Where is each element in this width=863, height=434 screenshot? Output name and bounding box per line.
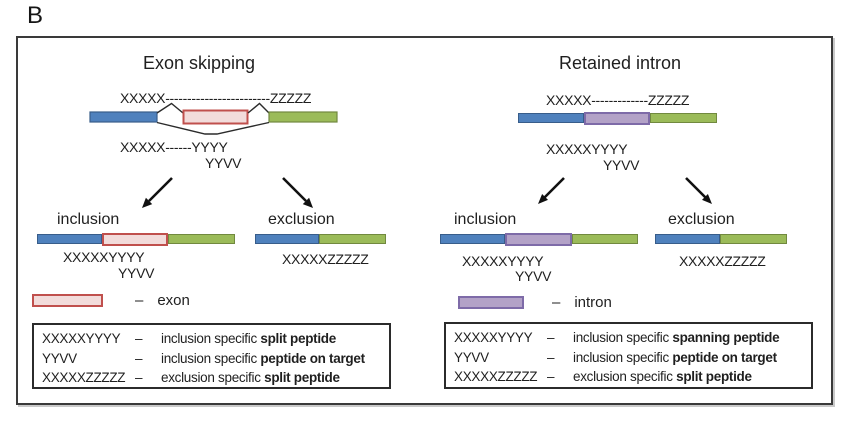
figure-label: B — [27, 2, 44, 29]
intron-swatch — [458, 295, 524, 309]
legend-code: XXXXXYYYY — [42, 331, 121, 346]
splice-caret-right — [247, 102, 270, 114]
exon-swatch-label: exon — [157, 291, 190, 309]
inclusion-alt-exon-pink — [102, 232, 168, 246]
legend-row: XXXXXZZZZZ – exclusion specific split pe… — [454, 367, 807, 387]
legend-row: XXXXXYYYY – inclusion specific spanning … — [454, 328, 807, 348]
exon-skipping-pre-mrna-peptide: XXXXX------------------------ZZZZZ — [120, 90, 312, 106]
panel-exon-skipping: Exon skipping XXXXX---------------------… — [18, 38, 831, 403]
inclusion-label: inclusion — [454, 211, 517, 228]
legend-description: inclusion specific peptide on target — [161, 349, 365, 369]
legend-bold-term: split peptide — [264, 370, 340, 385]
skipping-junction-line — [156, 121, 270, 135]
legend-description: exclusion specific split peptide — [573, 367, 752, 387]
legend-code: YYVV — [454, 349, 489, 365]
intron-swatch-label: intron — [574, 293, 612, 311]
inclusion-exon1-blue — [37, 234, 102, 244]
legend-dash: – — [547, 369, 555, 384]
retained-intron-pre-mrna-peptide: XXXXX-------------ZZZZZ — [546, 92, 690, 108]
legend-code: XXXXXYYYY — [454, 330, 533, 345]
inclusion-isoform-bar — [440, 231, 638, 247]
junction-peptide-text: XXXXX------YYYY — [120, 139, 228, 155]
legend-code: YYVV — [42, 350, 77, 366]
exon-swatch-row: – exon — [32, 291, 190, 309]
legend-bold-term: peptide on target — [672, 349, 777, 365]
legend-prefix: inclusion specific — [161, 331, 261, 346]
inclusion-peptide1-text: XXXXXYYYY — [462, 253, 544, 269]
junction-peptide-text: XXXXXYYYY — [546, 141, 628, 157]
exclusion-exon1-blue — [655, 234, 720, 244]
exon-skipping-title: Exon skipping — [142, 53, 256, 73]
legend-prefix: exclusion specific — [573, 369, 677, 384]
arrow-to-exclusion-icon — [685, 177, 712, 204]
legend-prefix: inclusion specific — [161, 350, 261, 366]
constitutive-exon-green — [268, 111, 338, 123]
legend-bold-term: peptide on target — [260, 350, 365, 366]
legend-row: YYVV – inclusion specific peptide on tar… — [42, 349, 385, 369]
inclusion-label: inclusion — [57, 211, 120, 228]
inclusion-peptide2-text: YYVV — [118, 265, 155, 281]
legend-code: XXXXXZZZZZ — [454, 369, 538, 384]
arrow-to-exclusion-icon — [282, 177, 313, 208]
legend-bold-term: split peptide — [676, 369, 752, 384]
legend-description: inclusion specific peptide on target — [573, 348, 777, 368]
inclusion-exon1-blue — [440, 234, 505, 244]
gene-exon1-blue — [518, 113, 584, 123]
panel-retained-intron: Retained intron XXXXX-------------ZZZZZ … — [18, 38, 831, 403]
inclusion-isoform-bar — [37, 231, 235, 247]
legend-dash: – — [135, 370, 143, 385]
legend-prefix: inclusion specific — [573, 330, 673, 345]
legend-prefix: exclusion specific — [161, 370, 265, 385]
exclusion-exon2-green — [720, 234, 787, 244]
legend-row: XXXXXZZZZZ – exclusion specific split pe… — [42, 368, 385, 388]
exclusion-exon1-blue — [255, 234, 319, 244]
figure-border-box: Exon skipping XXXXX---------------------… — [16, 36, 833, 405]
exon-skipping-legend-box: XXXXXYYYY – inclusion specific split pep… — [32, 323, 391, 389]
alternative-exon-pink — [182, 109, 249, 125]
legend-dash: – — [547, 330, 555, 345]
intron-swatch-row: – intron — [458, 293, 612, 311]
legend-bold-term: spanning peptide — [672, 330, 780, 345]
legend-description: inclusion specific spanning peptide — [573, 328, 780, 348]
exclusion-peptide-text: XXXXXZZZZZ — [282, 251, 369, 267]
legend-bold-term: split peptide — [260, 331, 336, 346]
legend-dash: – — [135, 350, 143, 366]
legend-dash: – — [547, 349, 555, 365]
inclusion-peptide1-text: XXXXXYYYY — [63, 249, 145, 265]
gene-intron-purple — [584, 111, 650, 125]
exclusion-isoform-bar — [255, 231, 386, 247]
retained-intron-gene-bar — [518, 110, 717, 126]
splice-caret-left — [156, 102, 184, 114]
inclusion-intron-purple — [505, 232, 572, 246]
gene-exon2-green — [650, 113, 717, 123]
retained-intron-legend-box: XXXXXYYYY – inclusion specific spanning … — [444, 322, 813, 389]
inclusion-peptide2-text: YYVV — [515, 268, 552, 284]
exclusion-isoform-bar — [655, 231, 787, 247]
legend-code: XXXXXZZZZZ — [42, 370, 126, 385]
exon-swatch — [32, 293, 103, 307]
legend-row: XXXXXYYYY – inclusion specific split pep… — [42, 329, 385, 349]
legend-row: YYVV – inclusion specific peptide on tar… — [454, 348, 807, 368]
on-target-peptide-text: YYVV — [603, 157, 640, 173]
on-target-peptide-text: YYVV — [205, 155, 242, 171]
legend-description: exclusion specific split peptide — [161, 368, 340, 388]
retained-intron-title: Retained intron — [558, 53, 682, 73]
arrow-to-inclusion-icon — [538, 177, 565, 204]
arrow-to-inclusion-icon — [142, 177, 173, 208]
swatch-dash: – — [135, 291, 144, 309]
legend-dash: – — [135, 331, 143, 346]
inclusion-exon2-green — [168, 234, 235, 244]
exon-skipping-gene-diagram — [89, 102, 338, 135]
constitutive-exon-blue — [89, 111, 158, 123]
legend-prefix: inclusion specific — [573, 349, 673, 365]
inclusion-exon2-green — [572, 234, 638, 244]
legend-description: inclusion specific split peptide — [161, 329, 336, 349]
exclusion-label: exclusion — [268, 211, 335, 228]
exclusion-peptide-text: XXXXXZZZZZ — [679, 253, 766, 269]
exclusion-label: exclusion — [668, 211, 735, 228]
swatch-dash: – — [552, 293, 561, 311]
exclusion-exon2-green — [319, 234, 386, 244]
